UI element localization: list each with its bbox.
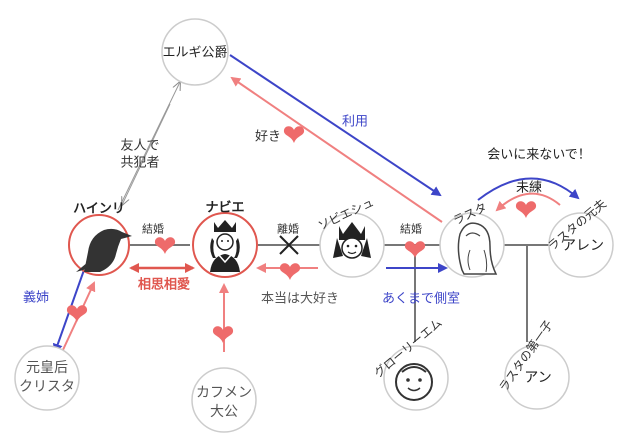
label-hontou: 本当は大好き <box>260 291 340 307</box>
divorce-x-mark <box>279 235 299 255</box>
node-name-kafumen-line1: カフメン <box>196 385 252 401</box>
node-name-erugi: エルギ公爵 <box>162 45 228 61</box>
node-name-kurisuta-line1: 元皇后 <box>26 360 68 376</box>
label-aini: 会いに来ないで！ <box>487 147 591 163</box>
label-miren: 未練 <box>515 180 543 196</box>
woman-icon <box>457 222 498 275</box>
heart-icon <box>279 263 301 280</box>
arrow-riyou <box>229 54 442 197</box>
label-kekkon-hainri-nabie: 結婚 <box>142 222 164 236</box>
arrow-hainri-erugi <box>117 82 180 211</box>
node-erugi <box>161 18 229 86</box>
label-gishi: 義姉 <box>22 290 50 306</box>
heart-icon <box>404 241 426 258</box>
node-name-kafumen-line2: 大公 <box>210 404 238 420</box>
node-kafumen <box>191 367 257 433</box>
node-an <box>504 344 570 410</box>
node-name-an: アン <box>524 370 552 386</box>
bird-icon <box>76 228 132 272</box>
label-riyou: 利用 <box>341 114 369 130</box>
arrow-aini <box>477 177 580 201</box>
node-name-aren: アレン <box>562 238 604 254</box>
label-soushi: 相思相愛 <box>137 277 191 293</box>
label-rikon: 離婚 <box>277 222 299 236</box>
node-aren <box>548 212 614 278</box>
baby-icon <box>395 363 433 401</box>
arrow-suki <box>230 76 443 223</box>
heart-icon <box>154 237 176 254</box>
heart-icon <box>212 326 234 343</box>
heart-icon <box>66 305 88 322</box>
king-icon <box>333 222 371 259</box>
node-name-hainri: ハインリ <box>73 201 125 217</box>
label-kekkon-sobieshu-rasuta: 結婚 <box>400 222 422 236</box>
label-suki: 好き <box>254 129 282 145</box>
heart-icon <box>515 201 537 218</box>
node-kurisuta <box>14 345 80 411</box>
label-sokushitsu: あくまで側室 <box>381 291 461 307</box>
label-yujin-line1: 友人で <box>120 138 160 154</box>
node-name-kurisuta-line2: クリスタ <box>19 379 75 395</box>
arrow-erugi-hainri <box>122 103 171 205</box>
node-name-nabie: ナビエ <box>205 200 245 216</box>
heart-icon <box>283 126 305 143</box>
queen-icon <box>210 220 240 272</box>
label-yujin-line2: 共犯者 <box>120 155 160 171</box>
arrow-miren <box>495 192 561 212</box>
